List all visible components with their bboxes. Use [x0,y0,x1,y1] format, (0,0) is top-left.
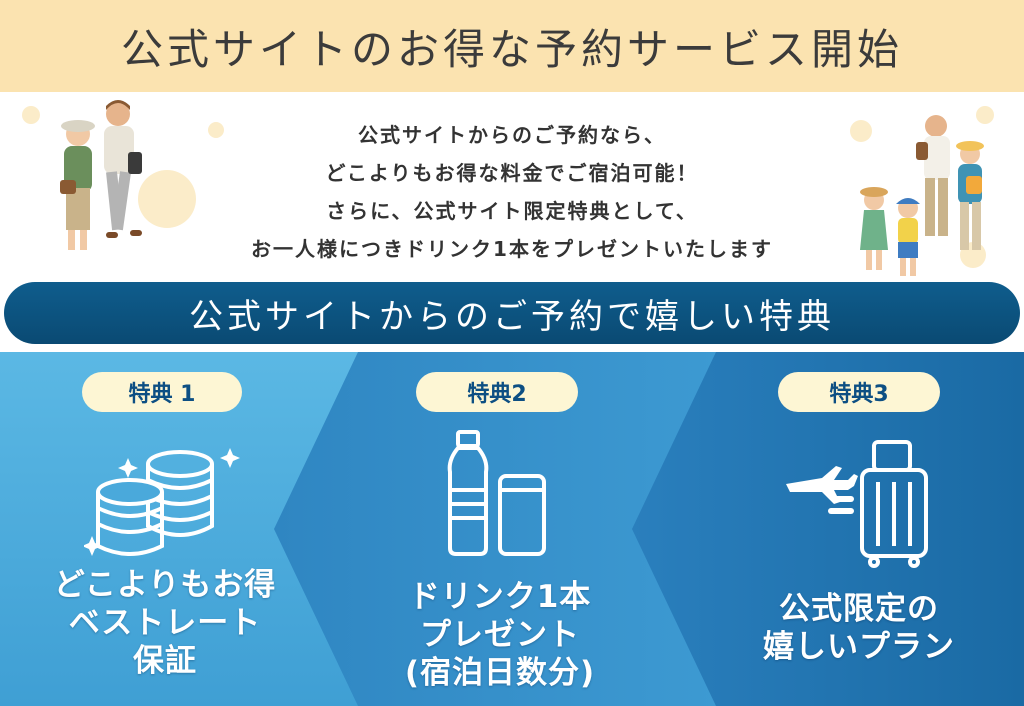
benefit-panels: 特典 1 どこよりもお得 ベストレート 保証 特典2 [0,352,1024,706]
decor-dot [850,120,872,142]
couple-illustration [60,100,142,250]
benefit-tag-2: 特典2 [416,372,578,412]
decor-dot [138,170,196,228]
decor-dot [976,106,994,124]
intro-line: さらに、公式サイト限定特典として、 [326,199,698,223]
benefit-line: 嬉しいプラン [763,629,955,665]
benefit-line: ドリンク1本 [408,579,592,615]
benefit-line: ベストレート [68,605,262,641]
drink-icon [447,430,546,556]
benefit-text-1: どこよりもお得 ベストレート 保証 [30,566,300,680]
benefit-line: 公式限定の [779,591,939,627]
intro-line: 公式サイトからのご予約なら、 [358,123,666,147]
benefit-line: (宿泊日数分) [404,655,596,691]
benefit-line: プレゼント [420,617,580,653]
intro-line: お一人様につきドリンク1本をプレゼントいたします [251,237,773,261]
benefit-heading: 公式サイトからのご予約で嬉しい特典 [189,296,835,337]
benefit-line: どこよりもお得 [53,567,277,603]
coins-icon [84,448,240,556]
decor-dot [22,106,40,124]
intro-message: 公式サイトからのご予約なら、 どこよりもお得な料金でご宿泊可能！ さらに、公式サ… [150,116,874,268]
benefit-line: 保証 [133,643,197,679]
page-title: 公式サイトのお得な予約サービス開始 [120,24,903,74]
benefit-tag-1: 特典 1 [82,372,242,412]
top-banner: 公式サイトのお得な予約サービス開始 [0,0,1024,92]
benefit-text-3: 公式限定の 嬉しいプラン [714,590,1004,666]
suitcase-airplane-icon [786,440,928,568]
family-illustration [860,115,984,276]
benefit-tag-3: 特典3 [778,372,940,412]
intro-line: どこよりもお得な料金でご宿泊可能！ [325,161,699,185]
benefit-heading-bar: 公式サイトからのご予約で嬉しい特典 [4,282,1020,344]
intro-section: 公式サイトからのご予約なら、 どこよりもお得な料金でご宿泊可能！ さらに、公式サ… [0,92,1024,282]
decor-dot [208,122,224,138]
benefit-text-2: ドリンク1本 プレゼント (宿泊日数分) [360,578,640,692]
